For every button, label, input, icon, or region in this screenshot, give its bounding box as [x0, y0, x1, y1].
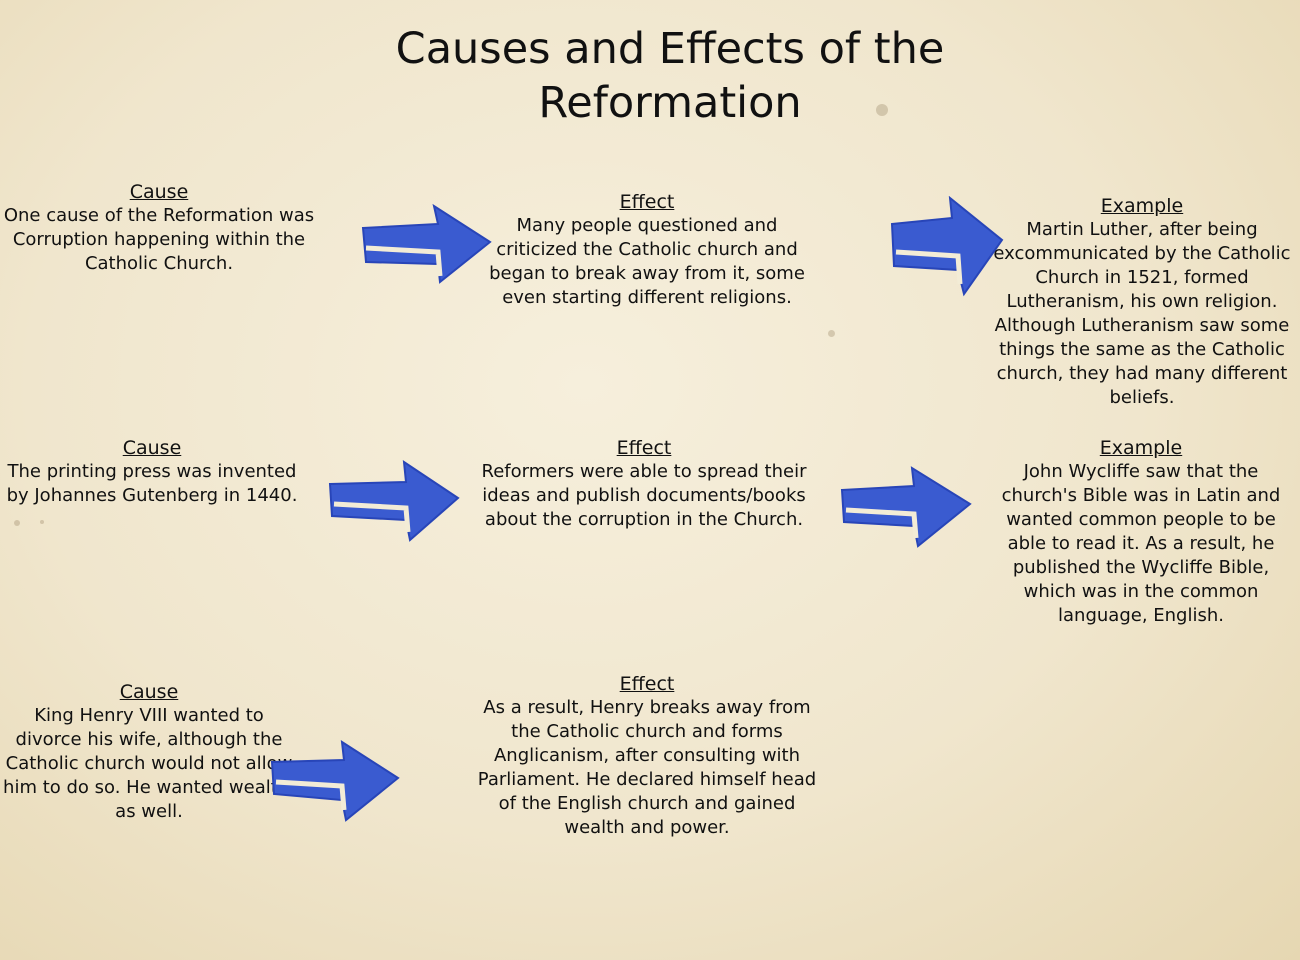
- cause-text-3: King Henry VIII wanted to divorce his wi…: [3, 705, 295, 822]
- example-text-1: Martin Luther, after being excommunicate…: [993, 219, 1291, 408]
- arrow-icon: [328, 459, 460, 542]
- effect-text-3: As a result, Henry breaks away from the …: [477, 697, 817, 838]
- effect-text-1: Many people questioned and criticized th…: [489, 215, 805, 308]
- cause-block-1: Cause One cause of the Reformation was C…: [0, 180, 318, 276]
- effect-block-2: Effect Reformers were able to spread the…: [474, 436, 814, 532]
- example-block-2: Example John Wycliffe saw that the churc…: [990, 436, 1292, 628]
- example-block-1: Example Martin Luther, after being excom…: [988, 194, 1296, 410]
- example-heading-2: Example: [1099, 437, 1183, 459]
- cause-text-1: One cause of the Reformation was Corrupt…: [3, 205, 315, 274]
- effect-heading-2: Effect: [616, 437, 672, 459]
- cause-heading-2: Cause: [122, 437, 182, 459]
- example-text-2: John Wycliffe saw that the church's Bibl…: [1001, 461, 1281, 626]
- arrow-icon: [840, 466, 972, 548]
- cause-heading-1: Cause: [129, 181, 189, 203]
- arrow-icon: [361, 203, 492, 284]
- arrow-icon: [270, 740, 400, 822]
- effect-block-3: Effect As a result, Henry breaks away fr…: [474, 672, 820, 840]
- effect-heading-1: Effect: [619, 191, 675, 213]
- cause-heading-3: Cause: [119, 681, 179, 703]
- cause-block-3: Cause King Henry VIII wanted to divorce …: [0, 680, 298, 824]
- cause-text-2: The printing press was invented by Johan…: [6, 461, 298, 506]
- effect-heading-3: Effect: [619, 673, 675, 695]
- example-heading-1: Example: [1100, 195, 1184, 217]
- page-title: Causes and Effects of the Reformation: [395, 24, 945, 128]
- effect-block-1: Effect Many people questioned and critic…: [482, 190, 812, 310]
- cause-block-2: Cause The printing press was invented by…: [0, 436, 304, 508]
- effect-text-2: Reformers were able to spread their idea…: [481, 461, 807, 530]
- arrow-icon: [890, 196, 1004, 297]
